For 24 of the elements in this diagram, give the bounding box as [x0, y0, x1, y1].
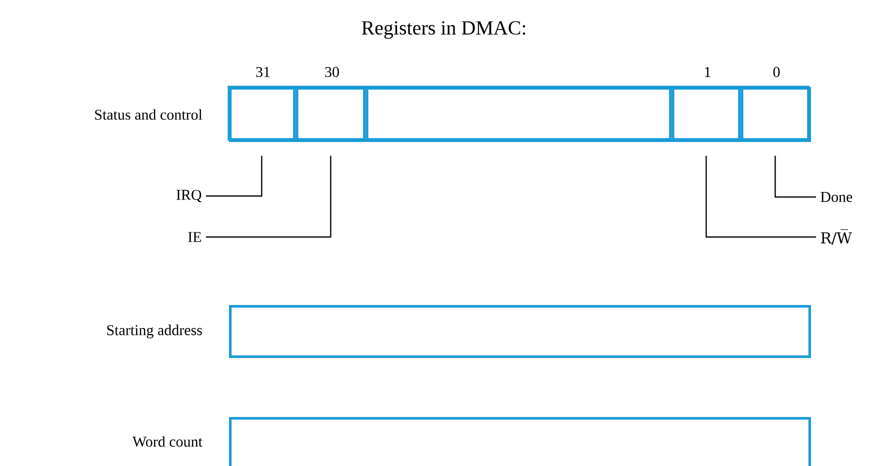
- bit-cell: [672, 86, 741, 141]
- field-label: Done: [820, 192, 852, 202]
- bit-cell: [228, 86, 296, 141]
- bit-cell: [366, 86, 672, 141]
- bit-number: 30: [325, 66, 339, 78]
- field-label: R/W̅: [821, 229, 852, 245]
- leader-line: [774, 156, 816, 198]
- register-box: [229, 87, 811, 142]
- bit-cell: [296, 86, 366, 141]
- leader-line: [206, 156, 332, 238]
- field-label: IE: [188, 232, 202, 242]
- register-label: Status and control: [95, 109, 202, 120]
- bit-number: 0: [773, 66, 780, 78]
- title: Registers in DMAC:: [362, 21, 526, 39]
- leader-line: [706, 156, 816, 238]
- bit-number: 31: [256, 66, 270, 78]
- bit-cell: [740, 86, 810, 141]
- leader-line: [206, 156, 262, 197]
- register-label: Word count: [132, 436, 202, 447]
- register-box: [229, 417, 811, 466]
- field-label: IRQ: [176, 190, 202, 202]
- bit-number: 1: [705, 67, 710, 77]
- register-box: [229, 305, 811, 358]
- register-label: Starting address: [107, 324, 202, 338]
